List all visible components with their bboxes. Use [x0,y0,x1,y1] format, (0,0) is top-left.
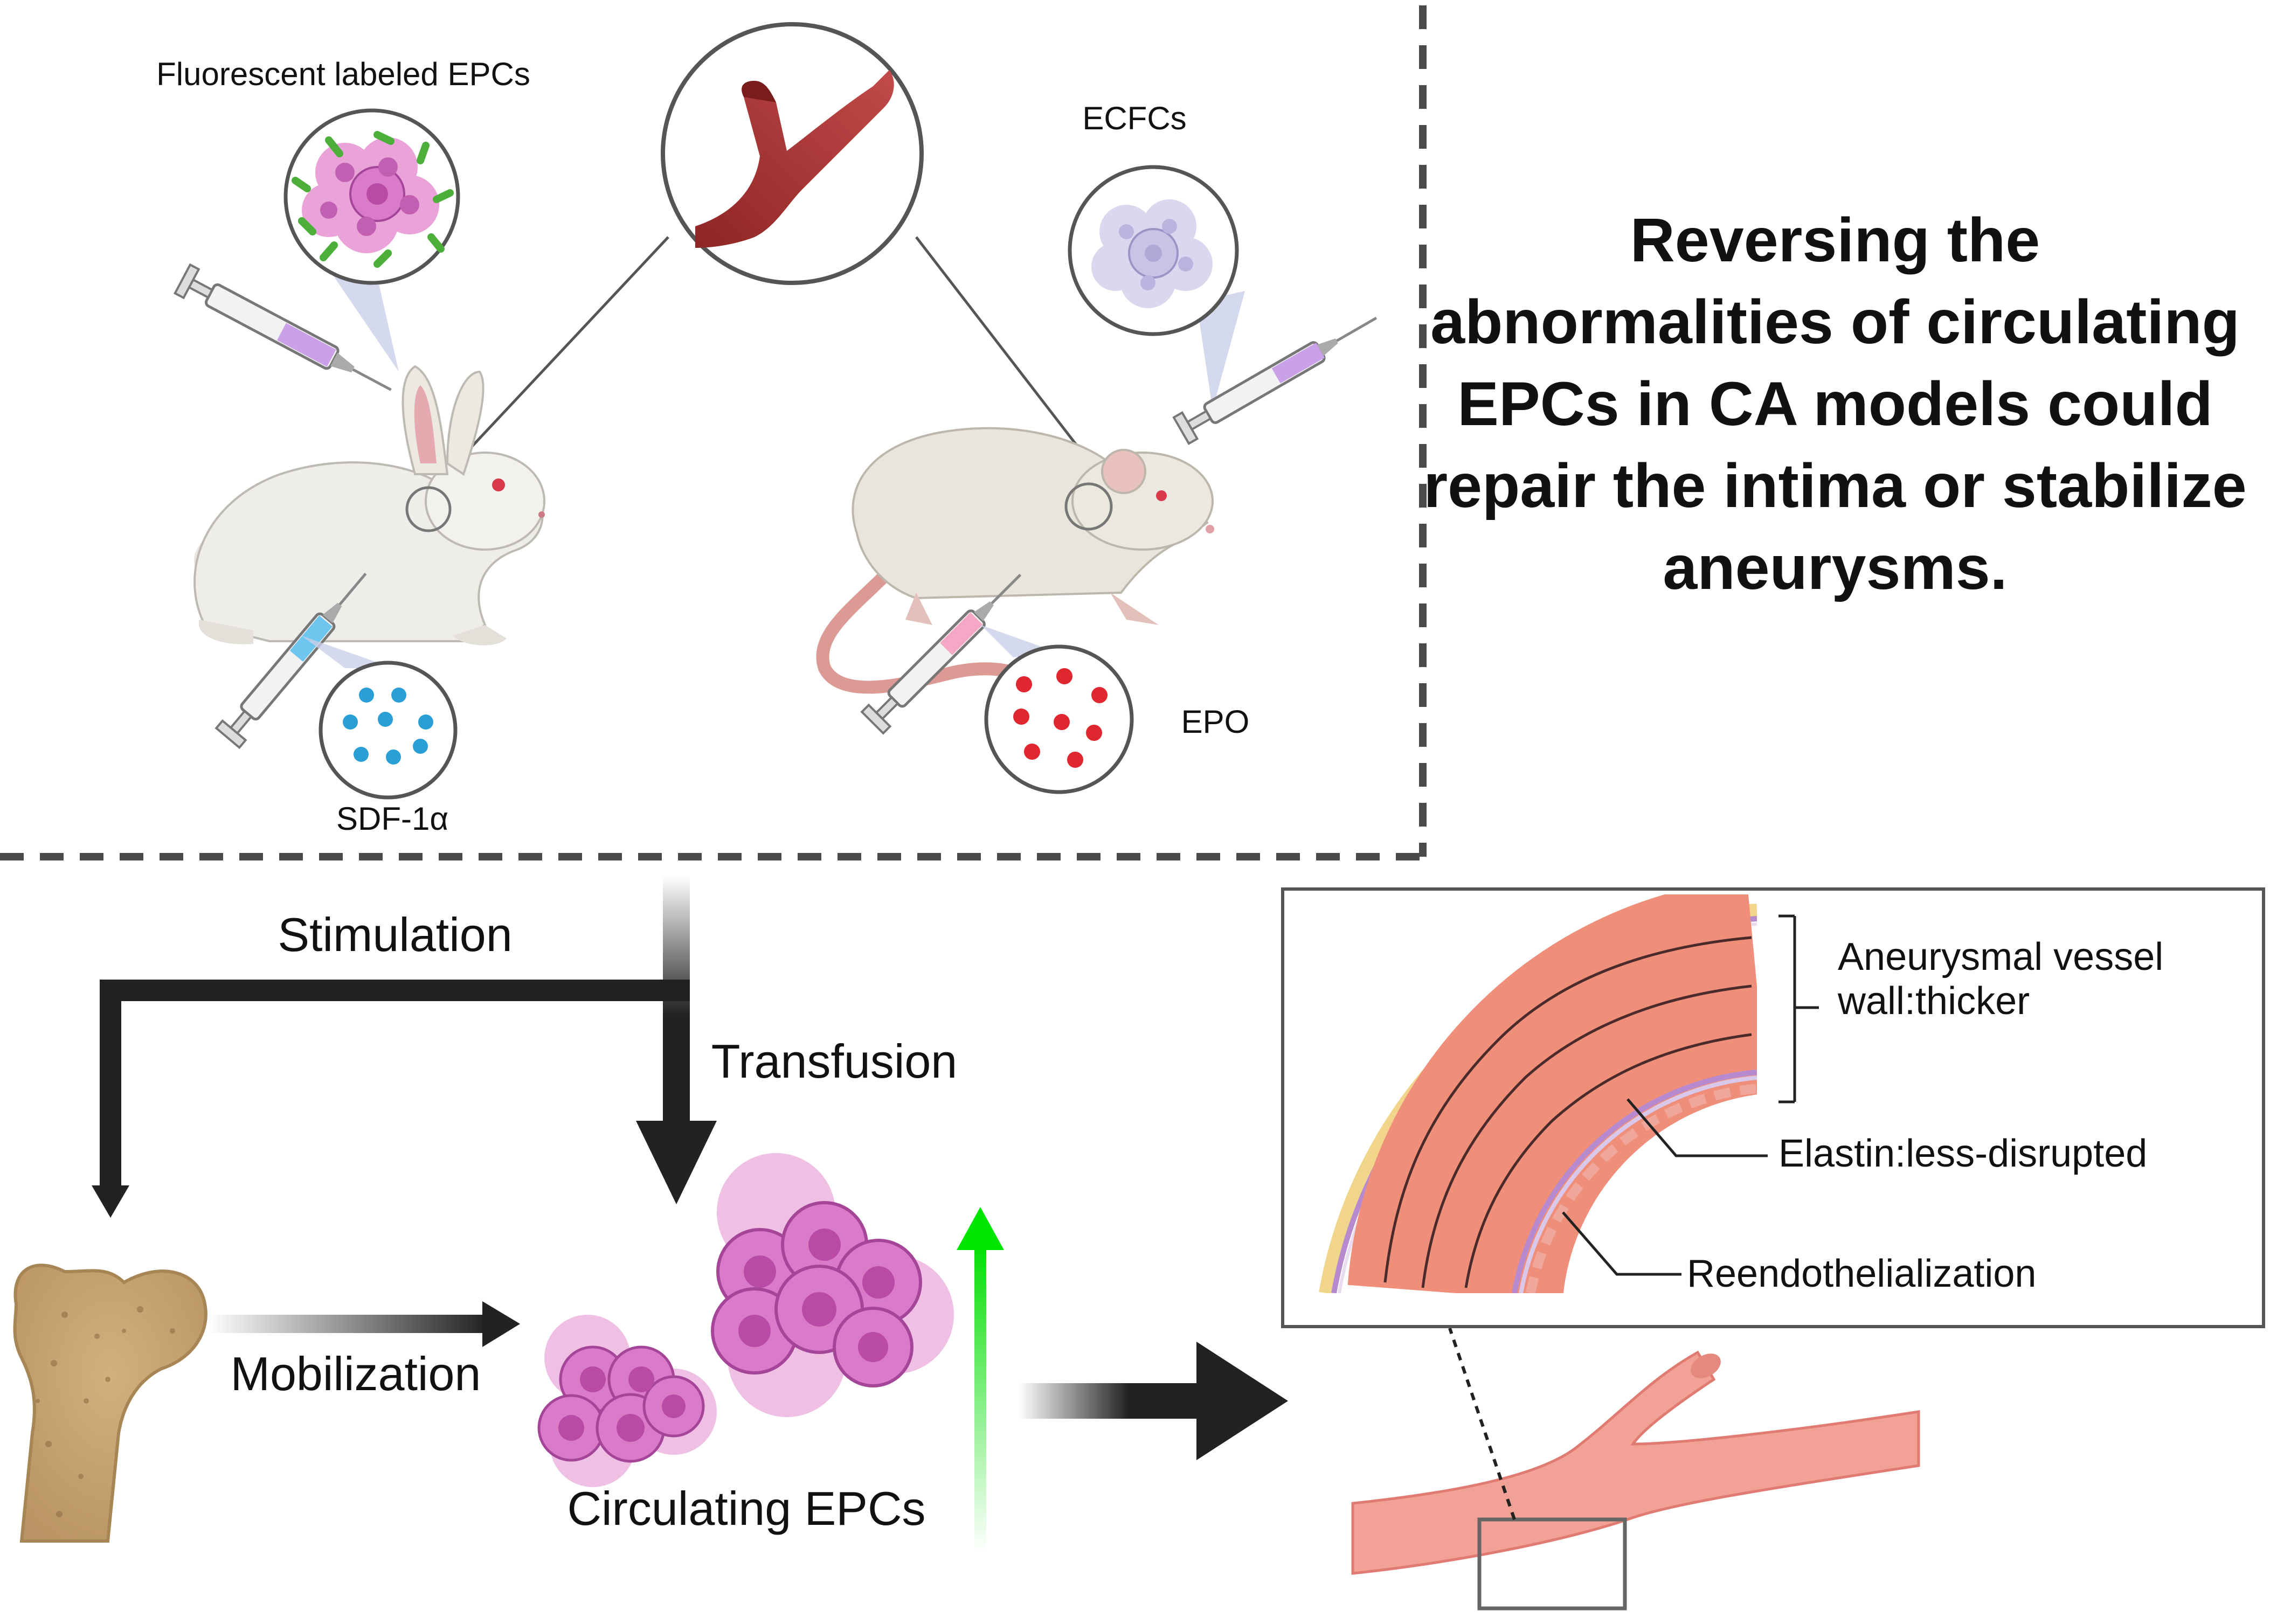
femur-bone-icon [13,1264,207,1543]
circulating-epcs-label: Circulating EPCs [567,1482,925,1535]
vessel-magnifier [425,22,1117,497]
sdf-magnifier [302,636,458,800]
mobilization-arrow-head [482,1301,520,1347]
sdf-label: SDF-1α [336,801,448,837]
vessel-wall-inset [1281,887,2265,1328]
lilac-cell-cluster-icon [1091,199,1213,308]
stimulation-arrow-head [92,1185,129,1218]
rat-icon [816,427,1214,694]
epo-label: EPO [1181,704,1250,740]
headline-text: Reversing the abnormalities of circulati… [1423,206,2247,602]
red-dots-icon [1013,668,1108,768]
increase-arrow-shaft [974,1239,986,1552]
stimulation-arrow-shaft [100,980,121,1190]
syringe-icon-epo [860,573,1022,735]
epc-cluster-large-icon [711,1153,954,1417]
ecfc-magnifier [1068,165,1245,410]
green-label-marks-icon [292,131,454,268]
transfusion-label: Transfusion [711,1035,958,1088]
ecfcs-label: ECFCs [1082,100,1186,136]
mobilization-arrow-shaft [207,1315,488,1333]
outcome-arrow-head [1196,1342,1288,1460]
vessel-zoom-box [1477,1517,1627,1611]
transfusion-arrow-shaft [663,876,690,1129]
pink-cell-cluster-icon [302,137,439,253]
aneurysmal-wall-label-line1: Aneurysmal vessel [1838,935,2163,978]
epc-cluster-small-icon [537,1315,717,1487]
mobilization-label: Mobilization [231,1347,481,1400]
rabbit-icon [193,365,545,646]
blood-vessel-icon [695,70,894,248]
fluorescent-epc-magnifier [283,108,460,372]
transfusion-arrow-head [636,1121,717,1204]
syringe-icon-fluorescent [174,263,392,391]
fluorescent-epcs-label: Fluorescent labeled EPCs [156,56,530,92]
outcome-arrow-shaft [1019,1383,1202,1419]
increase-arrow-head [957,1207,1004,1250]
elastin-label: Elastin:less-disrupted [1778,1132,2147,1175]
epo-magnifier [981,625,1134,794]
bifurcated-vessel-icon [1351,1328,1920,1611]
zoom-guide-line [1448,1328,1516,1520]
syringe-icon-ecfc [1172,316,1378,445]
blue-dots-icon [343,688,433,765]
stimulation-label: Stimulation [278,908,512,961]
stimulation-arrow-bar [100,980,690,1001]
aneurysmal-wall-label-line2: wall:thicker [1837,980,2030,1023]
reendothelialization-label: Reendothelialization [1687,1252,2036,1295]
